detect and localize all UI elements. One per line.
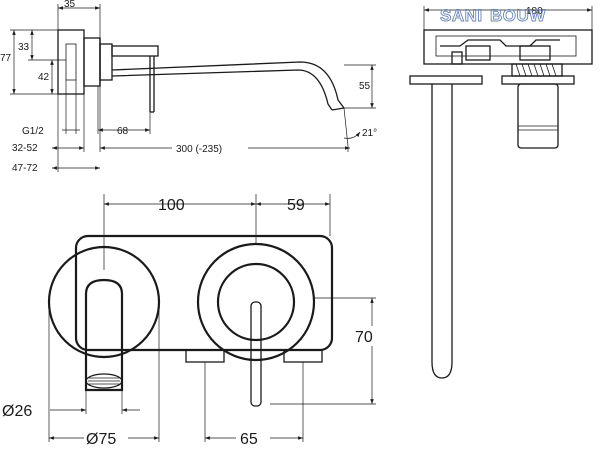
lever-front [250, 301, 262, 407]
wall-box-top [423, 29, 593, 65]
spout-front [84, 278, 124, 392]
dim-65: 65 [240, 431, 258, 448]
flange [83, 37, 101, 87]
dim-dia-75: Ø75 [86, 431, 116, 448]
front-view: 100 59 70 Ø26 Ø75 65 [2, 194, 384, 448]
dim-32-52: 32-52 [12, 143, 38, 154]
top-view: 180 SANI BOUW [409, 6, 593, 379]
dim-g12: G1/2 [22, 126, 44, 137]
dim-55: 55 [359, 81, 371, 92]
dim-59: 59 [287, 197, 305, 214]
dim-100: 100 [158, 197, 185, 214]
watermark-bouw: BOUW [490, 6, 546, 25]
handle-body [517, 83, 559, 149]
cover-plate [409, 75, 483, 85]
dim-21-angle: 21° [362, 128, 377, 139]
side-view: 35 77 33 42 55 21° G1/2 68 32-52 [0, 0, 377, 174]
spout-tube [431, 84, 453, 379]
wall-box-section [57, 29, 85, 95]
dim-33: 33 [18, 42, 30, 53]
dim-77: 77 [0, 53, 12, 64]
dim-68: 68 [117, 126, 129, 137]
dim-47-72: 47-72 [12, 163, 38, 174]
lever [111, 45, 159, 57]
mixer-hub [216, 262, 296, 342]
dim-dia-26: Ø26 [2, 403, 32, 420]
dim-42: 42 [38, 72, 50, 83]
dim-35: 35 [64, 0, 76, 10]
spout [111, 61, 345, 109]
watermark-sani: SANI [440, 6, 483, 25]
dim-300: 300 (-235) [176, 144, 222, 155]
dim-70: 70 [355, 329, 373, 346]
dim-180: 180 [526, 6, 543, 17]
